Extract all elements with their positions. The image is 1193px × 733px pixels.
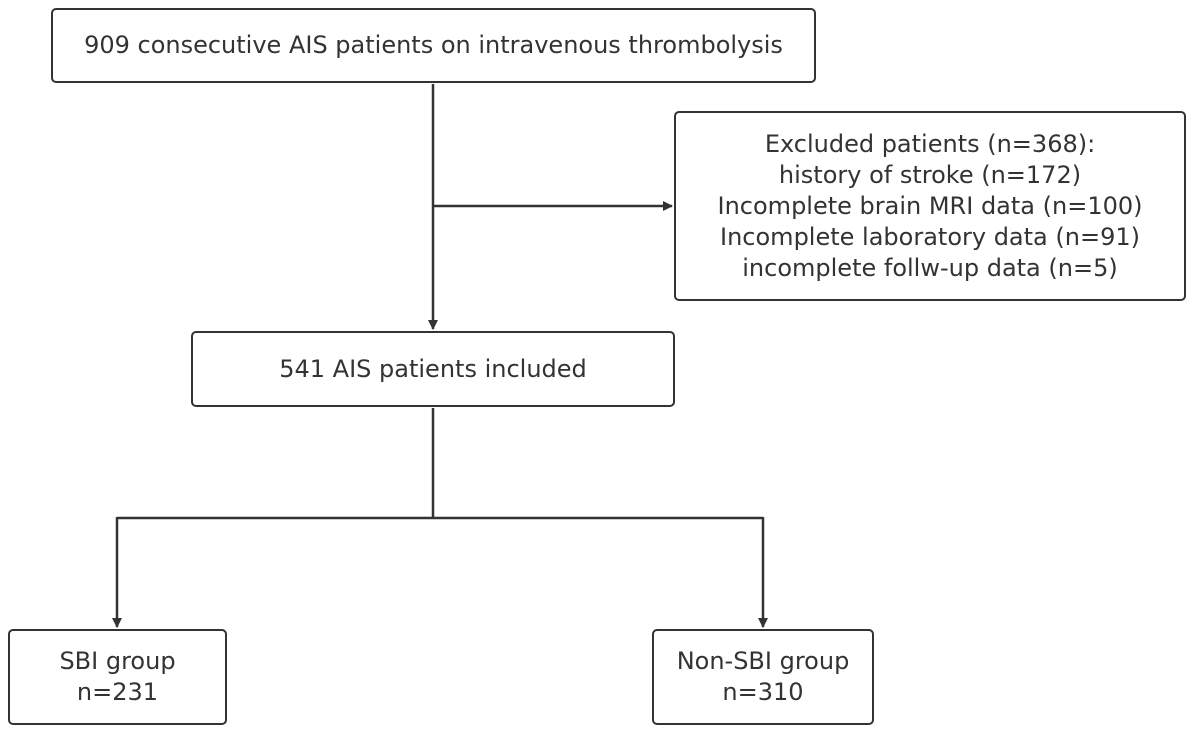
excluded-title: Excluded patients (n=368): [764,129,1096,158]
sbi-group-count: n=231 [76,678,159,706]
non-sbi-group-name: Non-SBI group [676,647,850,675]
start-box: 909 consecutive AIS patients on intraven… [51,8,816,83]
excluded-reason: Incomplete brain MRI data (n=100) [717,191,1143,220]
sbi-group-box: SBI group n=231 [8,629,227,725]
included-box: 541 AIS patients included [191,331,675,407]
non-sbi-group-box: Non-SBI group n=310 [652,629,874,725]
start-text: 909 consecutive AIS patients on intraven… [84,31,783,59]
excluded-reason: incomplete follw-up data (n=5) [742,253,1118,282]
sbi-group-name: SBI group [59,647,176,675]
excluded-box: Excluded patients (n=368): history of st… [674,111,1186,301]
non-sbi-group-count: n=310 [722,678,804,706]
excluded-reason: history of stroke (n=172) [778,160,1082,189]
excluded-reason: Incomplete laboratory data (n=91) [720,222,1140,251]
included-text: 541 AIS patients included [279,354,587,383]
